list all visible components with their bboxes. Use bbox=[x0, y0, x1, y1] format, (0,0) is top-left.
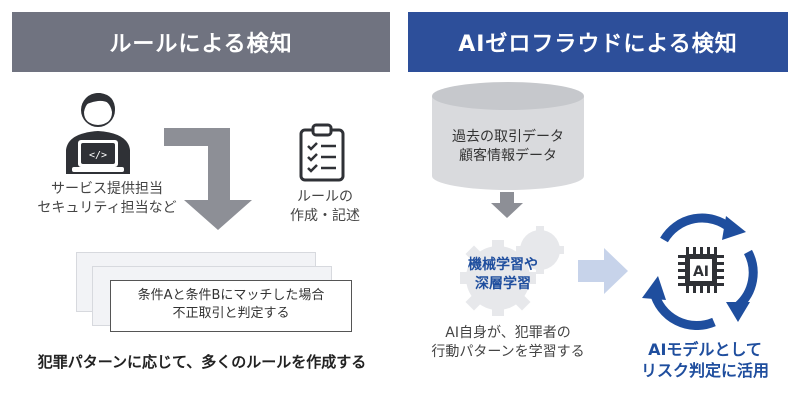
right-panel-title: AIゼロフラウドによる検知 bbox=[408, 12, 788, 72]
person-caption-line2: セキュリティ担当など bbox=[37, 199, 177, 216]
rule-card-line2: 不正取引と判定する bbox=[172, 305, 290, 321]
ai-chip-label: AI bbox=[693, 264, 709, 280]
ml-caption-line2: 行動パターンを学習する bbox=[431, 343, 585, 360]
ml-label-line2: 深層学習 bbox=[475, 275, 531, 292]
rule-caption-line1: ルールの bbox=[297, 189, 353, 205]
svg-text:</>: </> bbox=[89, 150, 107, 161]
cycle-arrows-icon bbox=[642, 213, 758, 330]
result-label-line2: リスク判定に活用 bbox=[640, 360, 769, 380]
person-caption-line1: サービス提供担当 bbox=[51, 181, 163, 197]
rule-caption: ルールの 作成・記述 bbox=[280, 188, 370, 226]
ml-label-line1: 機械学習や bbox=[468, 257, 538, 273]
database-caption: 過去の取引データ 顧客情報データ bbox=[432, 128, 584, 166]
rule-caption-line2: 作成・記述 bbox=[290, 207, 360, 224]
rule-card: 条件Aと条件Bにマッチした場合 不正取引と判定する bbox=[110, 280, 352, 332]
left-summary: 犯罪パターンに応じて、多くのルールを作成する bbox=[37, 353, 367, 371]
right-arrow bbox=[578, 248, 628, 294]
gear-icon bbox=[460, 226, 564, 316]
ml-caption-line1: AI自身が、犯罪者の bbox=[445, 325, 571, 341]
person-caption: サービス提供担当 セキュリティ担当など bbox=[22, 180, 192, 218]
database-caption-line1: 過去の取引データ bbox=[452, 129, 564, 145]
elbow-down-arrow bbox=[164, 128, 252, 230]
database-caption-line2: 顧客情報データ bbox=[459, 147, 557, 164]
checklist-icon bbox=[299, 123, 345, 182]
developer-person-icon: </> bbox=[66, 92, 130, 174]
result-label-line1: AIモデルとして bbox=[648, 340, 762, 359]
ml-caption: AI自身が、犯罪者の 行動パターンを学習する bbox=[418, 324, 598, 362]
ml-label: 機械学習や 深層学習 bbox=[458, 256, 548, 294]
ai-chip-icon: AI bbox=[678, 247, 724, 293]
left-panel-title: ルールによる検知 bbox=[12, 12, 390, 72]
result-label: AIモデルとして リスク判定に活用 bbox=[620, 340, 790, 382]
rule-card-line1: 条件Aと条件Bにマッチした場合 bbox=[137, 288, 325, 303]
down-arrow bbox=[491, 192, 523, 218]
